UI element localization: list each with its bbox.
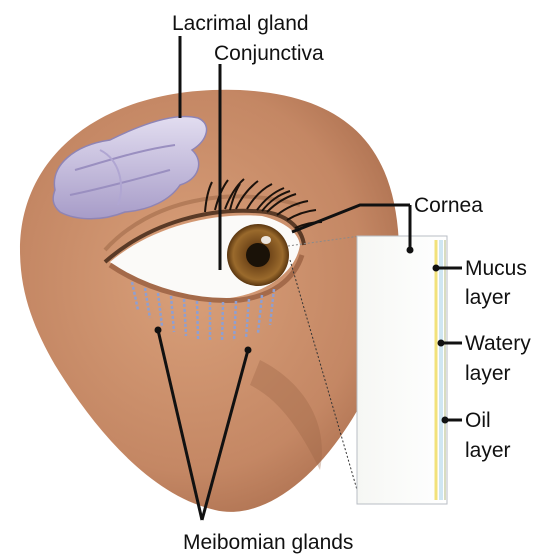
lacrimal-gland-label: Lacrimal gland bbox=[172, 12, 309, 35]
watery-label: Watery bbox=[465, 332, 531, 355]
pupil bbox=[246, 243, 270, 267]
mucus-layer-label: layer bbox=[465, 286, 511, 309]
meibomian-glands-label: Meibomian glands bbox=[183, 531, 353, 554]
oil-label: Oil bbox=[465, 409, 491, 432]
cornea-highlight bbox=[261, 236, 271, 244]
tear-film-panel bbox=[357, 236, 447, 504]
mucus-label: Mucus bbox=[465, 257, 527, 280]
cornea-label: Cornea bbox=[414, 194, 483, 217]
oil-layer-label: layer bbox=[465, 439, 511, 462]
watery-layer-label: layer bbox=[465, 362, 511, 385]
conjunctiva-label: Conjunctiva bbox=[214, 42, 324, 65]
